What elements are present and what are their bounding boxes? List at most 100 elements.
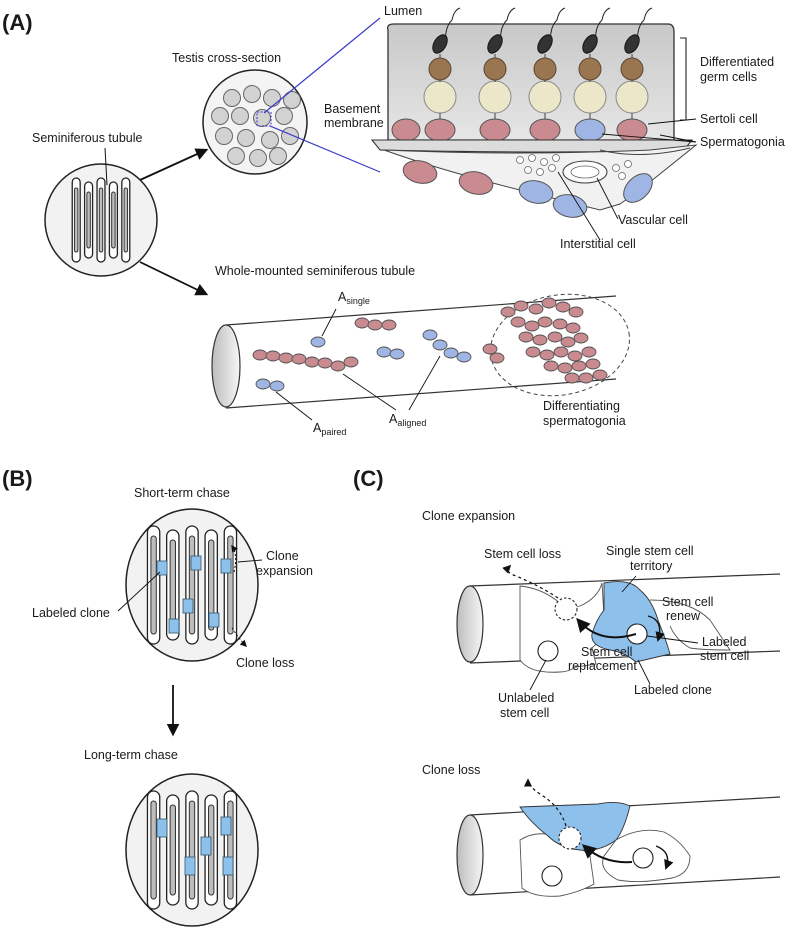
tubule-cross-section <box>275 107 293 125</box>
aligned-chain-cell <box>354 317 370 329</box>
a-aligned-cell <box>422 329 438 341</box>
spermatocyte <box>423 80 457 114</box>
zoom-guide-top <box>263 17 381 114</box>
label-long-term-chase: Long-term chase <box>84 748 178 762</box>
panel-c-label: (C) <box>353 466 384 491</box>
label-lumen: Lumen <box>384 4 422 18</box>
label-a-single: Asingle <box>338 290 370 306</box>
tubule-lumen <box>98 187 104 253</box>
tubule-cross-section <box>211 107 229 125</box>
aligned-chain-cell <box>252 349 268 361</box>
label-a-paired: Apaired <box>313 421 346 437</box>
tubule-lumen <box>188 535 196 635</box>
label-replacement-1: Stem cell <box>581 645 632 659</box>
labeled-clone <box>156 818 168 838</box>
label-unlabeled-2: stem cell <box>500 706 549 720</box>
interstitial-cell <box>552 154 560 162</box>
tubule-lumen <box>208 539 215 631</box>
labeled-clone <box>220 816 232 836</box>
arrow-to-cross-section <box>139 148 209 181</box>
spermatocyte <box>573 80 607 114</box>
tubule-cross-section <box>261 131 279 149</box>
label-clone-expansion-2: expansion <box>256 564 313 578</box>
label-labeled-clone-b: Labeled clone <box>32 606 110 620</box>
differentiating-cell <box>532 334 548 346</box>
label-clone-loss-title: Clone loss <box>422 763 480 777</box>
tubule-lumen <box>150 800 157 900</box>
labeled-clone <box>220 558 232 574</box>
spermatogonium <box>424 118 456 142</box>
panel-a-label: (A) <box>2 10 33 35</box>
tubule-lumen <box>169 539 176 631</box>
labeled-clone <box>190 555 202 571</box>
blue-interstitial-cell <box>518 180 554 204</box>
label-a-aligned: Aaligned <box>389 412 426 428</box>
pink-interstitial-cell <box>402 160 438 184</box>
label-testis-cross-section: Testis cross-section <box>172 51 281 65</box>
label-differentiating-1: Differentiating <box>543 399 620 413</box>
panel-b: (B) Short-term chase Clone expansion Lab… <box>2 466 313 927</box>
spermatocyte <box>615 80 649 114</box>
stem-spermatogonium <box>574 118 606 142</box>
pink-pair-cell <box>489 352 505 364</box>
aligned-chain-cell <box>317 357 333 369</box>
spermatid-head <box>487 34 503 54</box>
label-renew-2: renew <box>666 609 701 623</box>
spermatid-head <box>432 34 448 54</box>
differentiating-cell <box>528 303 544 315</box>
whole-mount-tubule <box>211 293 630 409</box>
differentiating-cell <box>510 316 526 328</box>
label-unlabeled-1: Unlabeled <box>498 691 554 705</box>
aligned-chain-cell <box>381 319 397 331</box>
a-aligned-cell <box>432 339 448 351</box>
differentiating-cell <box>573 332 589 344</box>
aligned-chain-cell <box>278 352 294 364</box>
spermatid <box>428 57 452 81</box>
label-seminiferous-tubule: Seminiferous tubule <box>32 131 143 145</box>
label-clone-expansion-title: Clone expansion <box>422 509 515 523</box>
differentiating-cell <box>537 316 553 328</box>
label-sertoli-cell: Sertoli cell <box>700 112 758 126</box>
spermatogonium <box>391 118 421 142</box>
spermatid-head <box>624 34 640 54</box>
tubule-lumen <box>188 800 196 900</box>
labeled-clone <box>156 560 168 576</box>
differentiating-cell <box>585 358 601 370</box>
tubule-cross-section <box>215 127 233 145</box>
short-term-bundle <box>125 508 259 662</box>
blue-interstitial-cell <box>623 173 653 203</box>
label-clone-loss-b: Clone loss <box>236 656 294 670</box>
aligned-chain-cell <box>330 360 346 372</box>
label-vascular-cell: Vascular cell <box>618 213 688 227</box>
clone-loss-arrow-b <box>231 627 247 647</box>
differentiating-cell <box>555 301 571 313</box>
spermatogonium <box>529 118 561 142</box>
aligned-chain-cell <box>291 353 307 365</box>
tubule-cross-section <box>227 147 245 165</box>
interstitial-cell <box>524 166 532 174</box>
label-stem-cell-loss: Stem cell loss <box>484 547 561 561</box>
spermatocyte <box>478 80 512 114</box>
differentiating-cell <box>525 346 541 358</box>
a-paired-cell <box>255 378 271 390</box>
panel-b-label: (B) <box>2 466 33 491</box>
tubule-cross-section <box>269 147 287 165</box>
differentiating-cell <box>564 372 580 384</box>
spermatogonium <box>479 118 511 142</box>
interstitial-cell <box>540 158 548 166</box>
differentiating-cell <box>547 331 563 343</box>
labeled-clone <box>222 856 234 876</box>
differentiating-cell <box>524 320 540 332</box>
label-replacement-2: replacement <box>568 659 637 673</box>
differentiating-cell <box>567 350 583 362</box>
epithelium-closeup <box>370 7 698 211</box>
differentiating-cell <box>571 360 587 372</box>
tubule-cross-section <box>263 89 281 107</box>
label-basement-1: Basement <box>324 102 381 116</box>
spermatid <box>620 57 644 81</box>
label-spermatogonia: Spermatogonia <box>700 135 785 149</box>
tubule-lumen <box>227 535 234 635</box>
a-paired-cell <box>269 380 285 392</box>
labeled-clone <box>182 598 194 614</box>
differentiating-cell <box>560 336 576 348</box>
